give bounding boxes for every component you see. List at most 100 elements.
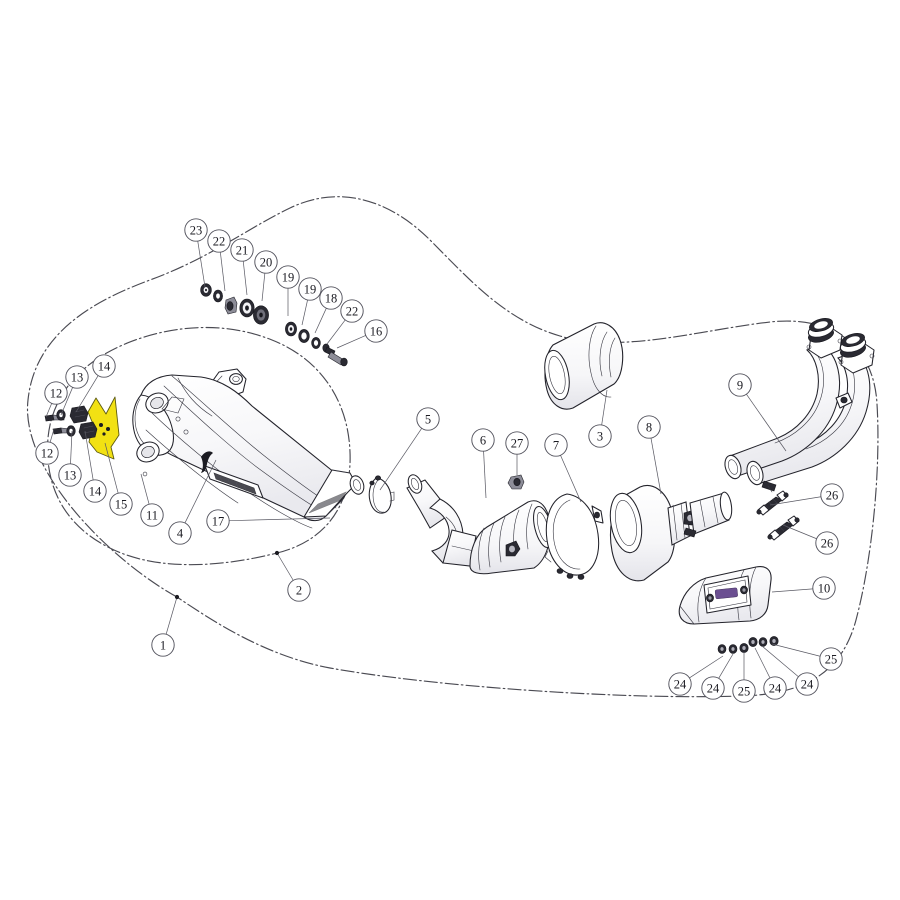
- callout-bubble[interactable]: [812, 576, 836, 600]
- callout-number: 12: [41, 446, 54, 460]
- callout-bubble[interactable]: [92, 354, 116, 378]
- callout-bubble[interactable]: [276, 265, 300, 289]
- callout-bubble[interactable]: [206, 509, 230, 533]
- callout-6[interactable]: 6: [471, 428, 495, 499]
- callout-bubble[interactable]: [815, 531, 839, 555]
- callout-bubble[interactable]: [298, 277, 322, 301]
- callout-bubble[interactable]: [819, 647, 843, 671]
- callout-25[interactable]: 25: [732, 652, 756, 703]
- callout-12[interactable]: 12: [35, 428, 59, 465]
- callout-bubble[interactable]: [416, 407, 440, 431]
- leader-line: [769, 496, 822, 506]
- outer-assembly-boundary: [27, 196, 879, 698]
- leader-line: [261, 273, 266, 302]
- callout-14[interactable]: 14: [75, 354, 116, 413]
- leader-line: [165, 596, 178, 635]
- inner-assembly-boundary: [46, 326, 351, 566]
- callout-bubble[interactable]: [668, 672, 692, 696]
- callout-bubble[interactable]: [168, 521, 192, 545]
- hardware-chain: [200, 283, 348, 367]
- leader-line: [229, 517, 331, 522]
- leader-line: [560, 455, 582, 503]
- callout-bubble[interactable]: [471, 428, 495, 452]
- callout-8[interactable]: 8: [637, 415, 662, 495]
- callout-16[interactable]: 16: [336, 319, 388, 349]
- callout-18[interactable]: 18: [314, 286, 343, 334]
- callout-bubble[interactable]: [254, 250, 278, 274]
- callout-24[interactable]: 24: [668, 655, 724, 696]
- callout-11[interactable]: 11: [140, 473, 164, 527]
- leader-line: [301, 299, 308, 326]
- callout-19[interactable]: 19: [298, 277, 322, 326]
- callout-bubble[interactable]: [544, 433, 568, 457]
- callout-number: 15: [115, 497, 128, 511]
- callout-10[interactable]: 10: [771, 576, 836, 600]
- callout-bubble[interactable]: [207, 229, 231, 253]
- callout-2[interactable]: 2: [274, 550, 311, 602]
- callout-number: 6: [480, 433, 486, 447]
- callout-bubble[interactable]: [364, 319, 388, 343]
- callout-27[interactable]: 27: [505, 431, 529, 475]
- callout-number: 13: [64, 468, 77, 482]
- callout-bubble[interactable]: [795, 672, 819, 696]
- callout-1[interactable]: 1: [151, 594, 180, 657]
- callout-21[interactable]: 21: [230, 238, 254, 296]
- callout-12[interactable]: 12: [44, 381, 68, 418]
- callout-15[interactable]: 15: [104, 442, 133, 516]
- callout-bubble[interactable]: [319, 286, 343, 310]
- callout-23[interactable]: 23: [184, 218, 208, 288]
- callout-bubble[interactable]: [65, 365, 89, 389]
- callout-22[interactable]: 22: [207, 229, 231, 292]
- callout-bubble[interactable]: [287, 578, 311, 602]
- callout-number: 11: [146, 508, 158, 522]
- callout-13[interactable]: 13: [60, 365, 89, 416]
- callout-bubble[interactable]: [728, 373, 752, 397]
- twin-header-pipes: [724, 318, 875, 493]
- callout-5[interactable]: 5: [379, 407, 440, 491]
- catalytic-converter: [609, 485, 733, 582]
- callout-25[interactable]: 25: [771, 643, 843, 671]
- leader-line: [718, 653, 734, 679]
- callout-number: 26: [821, 536, 834, 550]
- callout-bubble[interactable]: [184, 218, 208, 242]
- callout-bubble[interactable]: [109, 492, 133, 516]
- callout-bubble[interactable]: [732, 679, 756, 703]
- callout-17[interactable]: 17: [206, 509, 331, 533]
- callout-3[interactable]: 3: [588, 389, 612, 448]
- callout-bubble[interactable]: [820, 483, 844, 507]
- callout-bubble[interactable]: [637, 415, 661, 439]
- callout-bubble[interactable]: [588, 424, 612, 448]
- callout-bubble[interactable]: [505, 431, 529, 455]
- callout-bubble[interactable]: [58, 463, 82, 487]
- callout-bubble[interactable]: [340, 299, 364, 323]
- callout-bubble[interactable]: [151, 633, 175, 657]
- callout-20[interactable]: 20: [254, 250, 278, 302]
- callout-bubble[interactable]: [140, 503, 164, 527]
- callout-14[interactable]: 14: [83, 430, 107, 503]
- callout-24[interactable]: 24: [754, 647, 787, 700]
- callout-4[interactable]: 4: [168, 459, 217, 545]
- leader-line: [184, 459, 217, 524]
- leader-line: [336, 335, 366, 349]
- callout-24[interactable]: 24: [701, 653, 734, 700]
- callout-number: 7: [553, 438, 559, 452]
- callout-number: 13: [71, 370, 84, 384]
- callout-number: 24: [707, 681, 720, 695]
- callout-13[interactable]: 13: [58, 430, 82, 487]
- callout-bubble[interactable]: [35, 441, 59, 465]
- callout-bubble[interactable]: [701, 676, 725, 700]
- callout-19[interactable]: 19: [276, 265, 300, 316]
- callout-26[interactable]: 26: [782, 524, 839, 555]
- callout-bubble[interactable]: [44, 381, 68, 405]
- callout-bubble[interactable]: [83, 479, 107, 503]
- callout-26[interactable]: 26: [769, 483, 844, 507]
- callout-bubble[interactable]: [763, 676, 787, 700]
- callout-24[interactable]: 24: [761, 645, 819, 696]
- leader-line: [601, 389, 608, 425]
- callout-22[interactable]: 22: [326, 299, 364, 345]
- callout-9[interactable]: 9: [728, 373, 787, 452]
- small-band-clamp: [368, 475, 395, 514]
- callout-bubble[interactable]: [230, 238, 254, 262]
- callout-7[interactable]: 7: [544, 433, 582, 503]
- callout-number: 1: [160, 638, 166, 652]
